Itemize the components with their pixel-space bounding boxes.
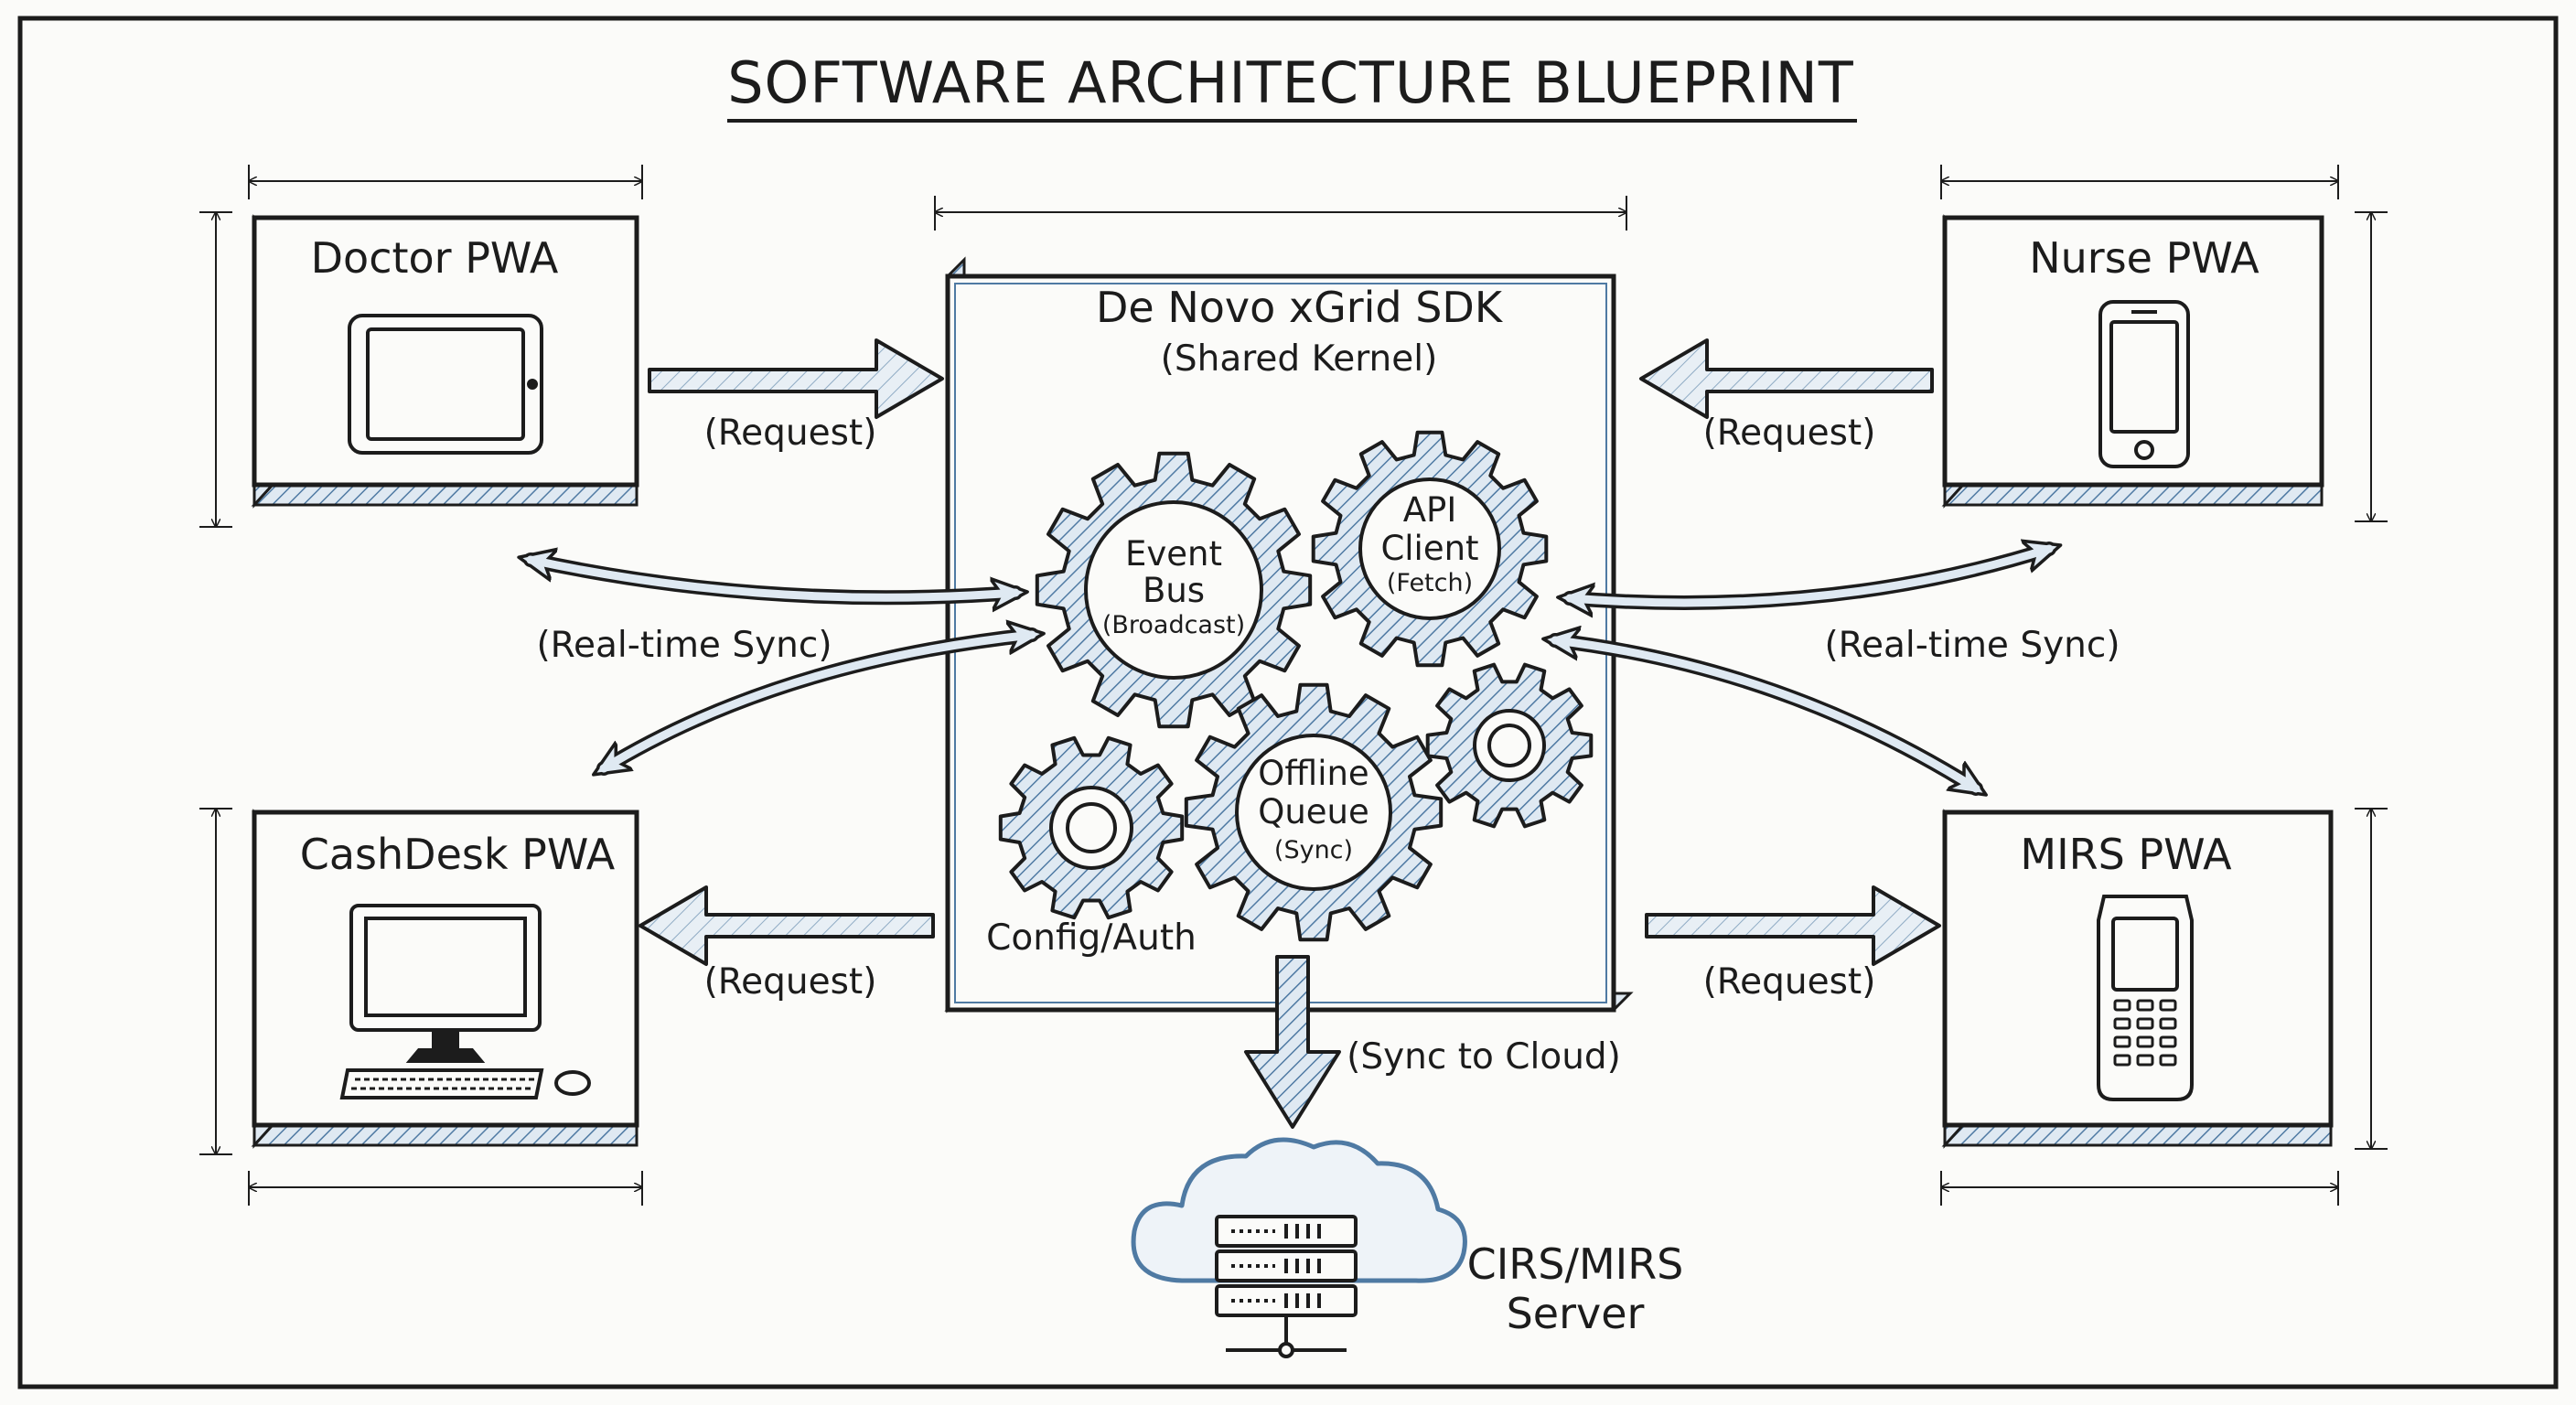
- nurse-dimension-lines: [1940, 165, 2388, 522]
- request-arrow-cashdesk: [639, 885, 935, 966]
- offline-queue-label-3: (Sync): [1274, 836, 1353, 864]
- config-auth-gear-icon: [998, 735, 1185, 920]
- event-bus-label-2: Bus: [1143, 571, 1205, 610]
- cloud-server-icon: [1131, 1137, 1467, 1358]
- offline-queue-gear-icon: [1184, 682, 1444, 942]
- api-client-label-1: API: [1403, 490, 1457, 530]
- cashdesk-dimension-lines: [199, 808, 643, 1206]
- request-arrow-doctor: [648, 338, 944, 419]
- event-bus-label-3: (Broadcast): [1102, 611, 1245, 639]
- request-label-doctor: (Request): [704, 413, 877, 454]
- diagram-title: SOFTWARE ARCHITECTURE BLUEPRINT: [727, 49, 1854, 116]
- handheld-scanner-icon: [2097, 895, 2194, 1101]
- tablet-icon: [348, 314, 543, 455]
- sync-label-left: (Real-time Sync): [536, 625, 832, 666]
- request-arrow-nurse: [1639, 338, 1934, 419]
- server-label-2: Server: [1507, 1289, 1645, 1338]
- request-arrow-mirs: [1645, 885, 1941, 966]
- smartphone-icon: [2098, 300, 2190, 468]
- offline-queue-label-2: Queue: [1258, 792, 1369, 831]
- request-label-mirs: (Request): [1703, 961, 1876, 1003]
- sync-label-right: (Real-time Sync): [1824, 625, 2120, 666]
- request-label-nurse: (Request): [1703, 413, 1876, 454]
- outer-frame: [17, 16, 2559, 1389]
- offline-queue-label-1: Offline: [1258, 754, 1368, 793]
- server-label-1: CIRS/MIRS: [1467, 1239, 1684, 1289]
- api-client-gear-icon: [1311, 430, 1549, 668]
- nurse-pwa-title: Nurse PWA: [2029, 233, 2259, 283]
- request-label-cashdesk: (Request): [704, 961, 877, 1003]
- sdk-subtitle: (Shared Kernel): [1161, 338, 1438, 380]
- small-gear-icon: [1425, 662, 1594, 829]
- sync-to-cloud-label: (Sync to Cloud): [1347, 1036, 1621, 1078]
- mirs-dimension-lines: [1940, 808, 2388, 1206]
- doctor-pwa-title: Doctor PWA: [311, 233, 559, 283]
- sync-to-cloud-arrow: [1244, 955, 1341, 1129]
- mirs-pwa-title: MIRS PWA: [2020, 830, 2232, 879]
- sdk-dimension-line: [934, 196, 1627, 231]
- sdk-title: De Novo xGrid SDK: [1096, 283, 1504, 332]
- config-auth-label: Config/Auth: [986, 917, 1197, 959]
- desktop-computer-icon: [339, 904, 591, 1099]
- doctor-dimension-lines: [199, 165, 643, 528]
- event-bus-label-1: Event: [1125, 534, 1222, 574]
- api-client-label-2: Client: [1380, 529, 1478, 568]
- event-bus-gear-icon: [1035, 451, 1313, 729]
- api-client-label-3: (Fetch): [1387, 569, 1473, 597]
- cashdesk-pwa-title: CashDesk PWA: [300, 830, 616, 879]
